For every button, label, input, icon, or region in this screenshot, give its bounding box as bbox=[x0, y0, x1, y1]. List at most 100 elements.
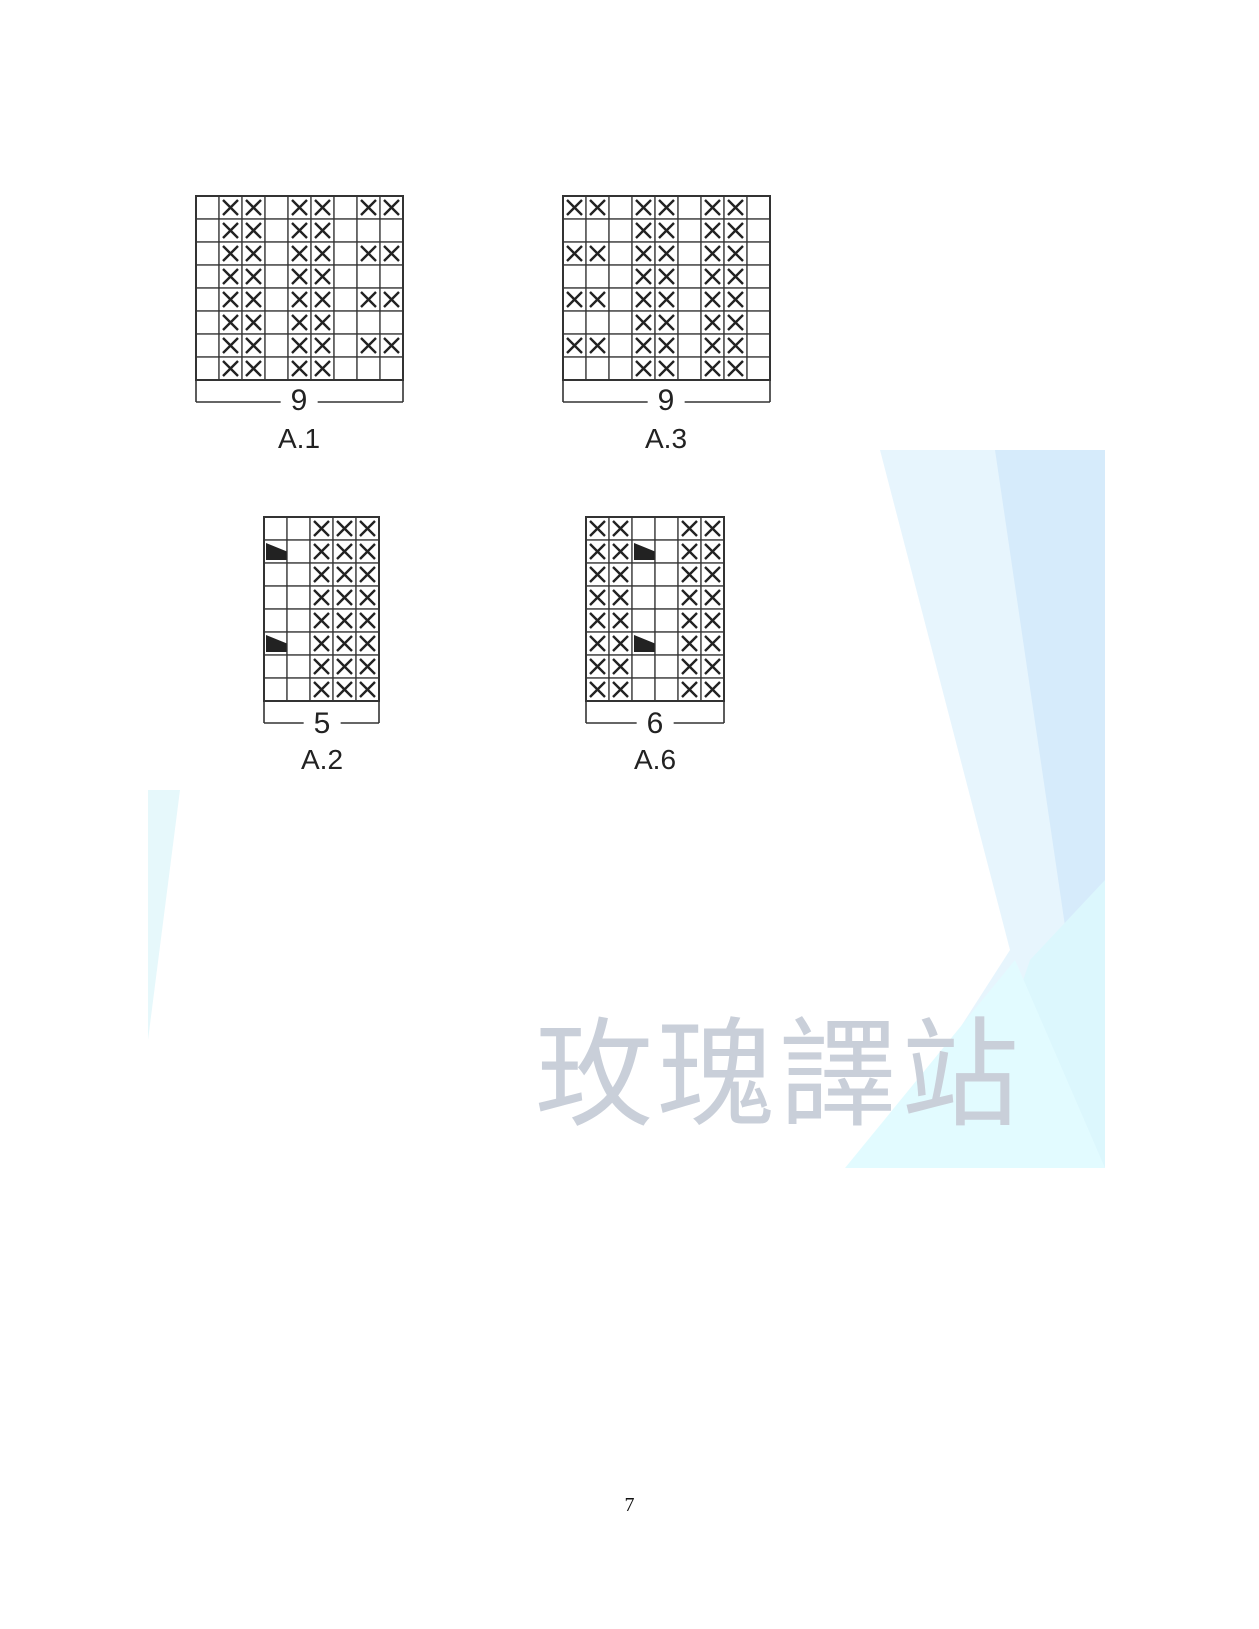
chart-cell bbox=[286, 654, 311, 679]
cross-symbol-stroke bbox=[727, 291, 744, 308]
chart-cell bbox=[654, 539, 679, 564]
cross-symbol-stroke bbox=[704, 291, 721, 308]
cross-symbol-stroke bbox=[612, 635, 629, 652]
chart-cell bbox=[608, 195, 633, 220]
chart-name: A.2 bbox=[300, 744, 344, 775]
cross-symbol-stroke bbox=[314, 291, 331, 308]
chart-cell bbox=[379, 264, 404, 289]
cross-symbol-stroke bbox=[704, 635, 721, 652]
cross-symbol-stroke bbox=[291, 222, 308, 239]
chart-cell bbox=[264, 287, 289, 312]
chart-cell bbox=[608, 310, 633, 335]
chart-cell bbox=[286, 677, 311, 702]
cross-symbol-stroke bbox=[359, 520, 376, 537]
cross-symbol-stroke bbox=[383, 245, 400, 262]
chart-cell bbox=[356, 264, 381, 289]
chart-cell bbox=[379, 356, 404, 381]
chart-cell bbox=[677, 218, 702, 243]
chart-cell bbox=[379, 310, 404, 335]
cross-symbol-stroke bbox=[359, 566, 376, 583]
cross-symbol-stroke bbox=[727, 360, 744, 377]
cross-symbol-stroke bbox=[359, 681, 376, 698]
cross-symbol-stroke bbox=[245, 222, 262, 239]
cross-symbol-stroke bbox=[704, 268, 721, 285]
cross-symbol-stroke bbox=[383, 337, 400, 354]
chart-cell bbox=[746, 195, 771, 220]
cross-symbol-stroke bbox=[658, 291, 675, 308]
chart-cell bbox=[356, 356, 381, 381]
page-number: 7 bbox=[624, 1494, 635, 1516]
cross-symbol-stroke bbox=[313, 520, 330, 537]
chart-cell bbox=[677, 310, 702, 335]
chart-cell bbox=[195, 356, 220, 381]
cross-symbol-stroke bbox=[336, 543, 353, 560]
chart-cell bbox=[263, 608, 288, 633]
chart-frame bbox=[195, 195, 404, 381]
cross-symbol-stroke bbox=[359, 635, 376, 652]
cross-symbol-stroke bbox=[635, 314, 652, 331]
cross-symbol-stroke bbox=[291, 268, 308, 285]
cross-symbol-stroke bbox=[314, 314, 331, 331]
cross-symbol-stroke bbox=[359, 658, 376, 675]
cross-symbol-stroke bbox=[589, 589, 606, 606]
cross-symbol-stroke bbox=[360, 245, 377, 262]
chart-width-label: 9 bbox=[647, 386, 685, 416]
chart-cell bbox=[746, 218, 771, 243]
chart-cell bbox=[286, 562, 311, 587]
cross-symbol-stroke bbox=[222, 245, 239, 262]
chart-cell bbox=[608, 241, 633, 266]
cross-symbol-stroke bbox=[314, 268, 331, 285]
cross-symbol-stroke bbox=[704, 566, 721, 583]
chart-cell bbox=[608, 287, 633, 312]
cross-symbol-stroke bbox=[681, 635, 698, 652]
cross-symbol-stroke bbox=[589, 635, 606, 652]
cross-symbol-stroke bbox=[291, 199, 308, 216]
cross-symbol-stroke bbox=[314, 245, 331, 262]
cross-symbol-stroke bbox=[336, 635, 353, 652]
cross-symbol-stroke bbox=[222, 222, 239, 239]
cross-symbol-stroke bbox=[589, 543, 606, 560]
cross-symbol-stroke bbox=[291, 314, 308, 331]
chart-cell bbox=[654, 654, 679, 679]
cross-symbol-stroke bbox=[245, 268, 262, 285]
cross-symbol-stroke bbox=[612, 543, 629, 560]
chart-cell bbox=[562, 218, 587, 243]
cross-symbol-stroke bbox=[589, 658, 606, 675]
chart-cell bbox=[286, 585, 311, 610]
cross-symbol-stroke bbox=[681, 543, 698, 560]
cross-symbol-stroke bbox=[336, 520, 353, 537]
cross-symbol-stroke bbox=[681, 589, 698, 606]
chart-cell bbox=[585, 356, 610, 381]
chart-cell bbox=[356, 310, 381, 335]
chart-cell bbox=[333, 264, 358, 289]
cross-symbol-stroke bbox=[245, 360, 262, 377]
cross-symbol-stroke bbox=[612, 520, 629, 537]
cross-symbol-stroke bbox=[704, 199, 721, 216]
cross-symbol-stroke bbox=[635, 291, 652, 308]
cross-symbol-stroke bbox=[704, 337, 721, 354]
cross-symbol-stroke bbox=[612, 566, 629, 583]
chart-cell bbox=[264, 241, 289, 266]
cross-symbol-stroke bbox=[635, 268, 652, 285]
cross-symbol-stroke bbox=[704, 314, 721, 331]
chart-cell bbox=[631, 608, 656, 633]
chart-cell bbox=[286, 631, 311, 656]
cross-symbol-stroke bbox=[222, 268, 239, 285]
chart-cell bbox=[264, 310, 289, 335]
cross-symbol-stroke bbox=[566, 245, 583, 262]
cross-symbol-stroke bbox=[245, 291, 262, 308]
cross-symbol-stroke bbox=[727, 245, 744, 262]
cross-symbol-stroke bbox=[589, 681, 606, 698]
background-shape bbox=[995, 450, 1105, 980]
cross-symbol-stroke bbox=[291, 337, 308, 354]
chart-cell bbox=[195, 310, 220, 335]
cross-symbol-stroke bbox=[589, 612, 606, 629]
chart-cell bbox=[631, 516, 656, 541]
chart-frame bbox=[263, 516, 380, 702]
chart-frame bbox=[562, 195, 771, 381]
chart-cell bbox=[333, 195, 358, 220]
chart-name: A.3 bbox=[644, 423, 688, 454]
chart-cell bbox=[195, 218, 220, 243]
cross-symbol-stroke bbox=[589, 566, 606, 583]
chart-cell bbox=[585, 218, 610, 243]
